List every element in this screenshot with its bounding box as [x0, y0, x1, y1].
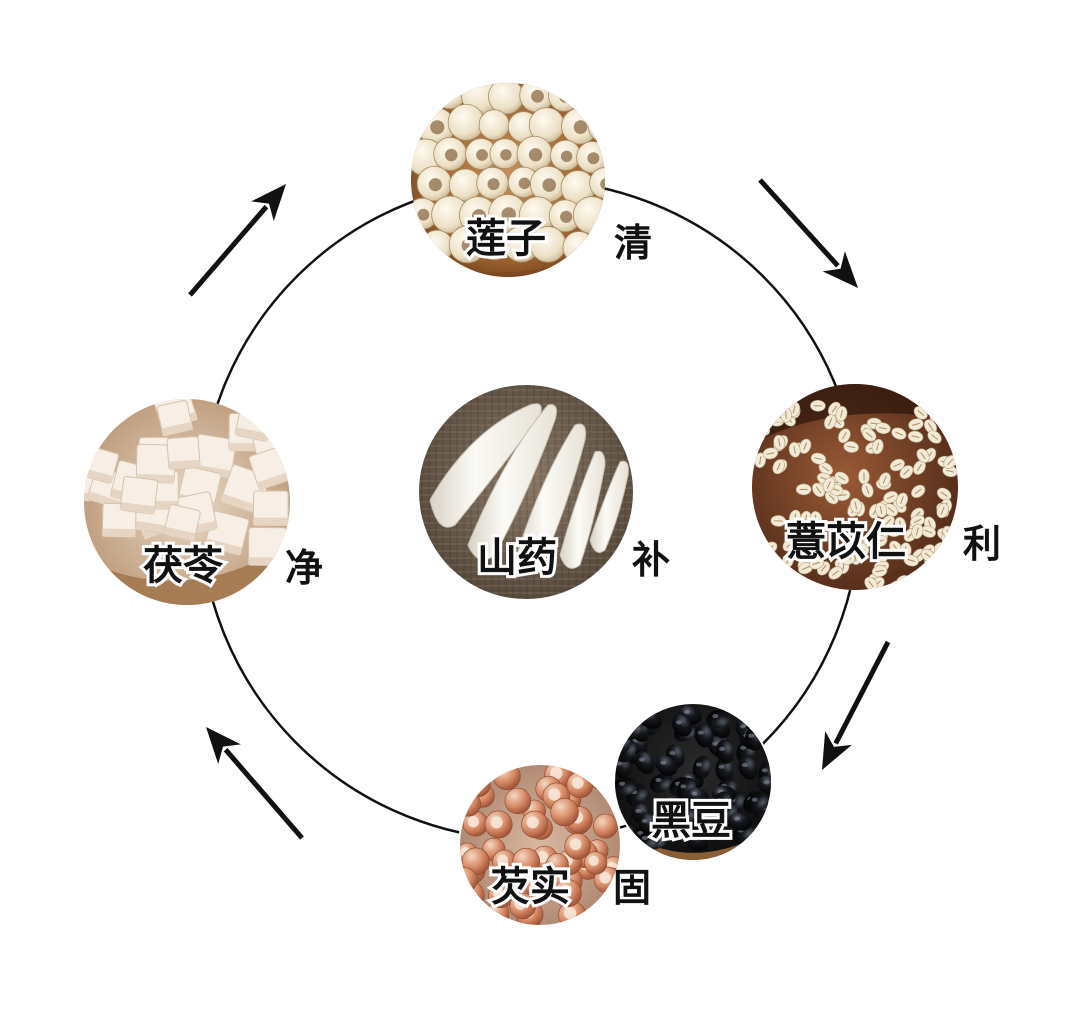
black-bean-label: 黑豆	[651, 798, 731, 844]
euryale-seed-effect: 固	[613, 866, 651, 910]
coix-seed-effect: 利	[963, 522, 1001, 566]
arrow-lotus-to-coix	[760, 180, 858, 288]
chinese-yam-effect: 补	[632, 538, 670, 582]
poria-effect: 净	[285, 546, 323, 590]
coix-seed-image	[746, 382, 963, 598]
coix-seed-label: 薏苡仁	[786, 519, 906, 565]
node-coix-seed: 薏苡仁 利	[746, 382, 1001, 598]
poria-label: 茯苓	[143, 543, 224, 589]
lotus-seed-label: 莲子	[466, 216, 546, 262]
arrow-poria-to-lotus	[190, 184, 286, 295]
euryale-seed-label: 芡实	[490, 864, 570, 910]
node-black-bean: 黑豆	[608, 702, 784, 864]
arrow-euryale-to-poria	[206, 727, 302, 838]
node-poria: 茯苓 净	[75, 385, 323, 609]
arrow-coix-to-euryale	[822, 642, 888, 770]
lotus-seed-effect: 清	[614, 221, 652, 265]
chinese-yam-label: 山药	[477, 535, 557, 581]
node-chinese-yam: 山药 补	[419, 385, 670, 599]
node-lotus-seed: 莲子 清	[405, 75, 652, 290]
